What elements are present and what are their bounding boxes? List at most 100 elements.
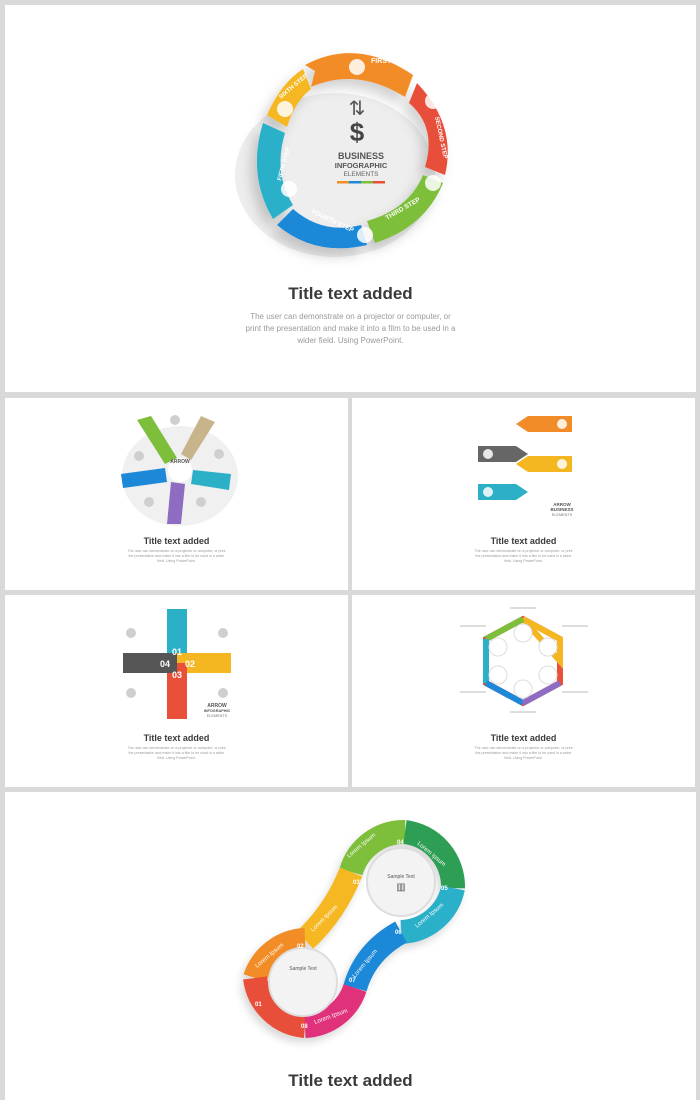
center-line-1: BUSINESS [338,151,384,161]
segment-fourth-step [277,209,367,249]
slide-description: The user can demonstrate on a projector … [127,746,226,760]
center-line-1: ARROW [207,703,227,709]
center-line-2: BUSINESS [550,507,573,512]
marker [218,688,228,698]
gear-icon [483,449,493,459]
slide-description: The user can demonstrate on a projector … [127,549,226,563]
target-icon [488,665,508,685]
center-line-2: INFOGRAPHIC [335,161,388,170]
marker [144,497,154,507]
arrow-orange [516,416,572,432]
center-line-3: ELEMENTS [343,171,379,178]
number-01: 01 [172,647,182,657]
people-icon [425,175,441,191]
number-04: 04 [160,659,170,669]
slide-5[interactable]: Title text added The user can demonstrat… [352,595,695,787]
segment-02 [243,928,307,983]
cross-arrow-infographic: 01 02 03 04 ARROW INFOGRAPHIC ELEMENTS [123,609,231,719]
slide-description: The user can demonstrate on a projector … [474,746,573,760]
slide-title: Title text added [143,536,210,546]
arrow-yellow [516,456,572,472]
number-02: 02 [297,944,304,950]
coin-icon [557,459,567,469]
arrow-green [137,416,177,464]
arrow-blue [121,468,167,488]
arrow-tan [181,416,215,460]
center-line-3: ELEMENTS [552,513,573,517]
slide-1[interactable]: FIRST STEP SECOND STEP THIRD STEP FOURTH… [5,5,696,392]
segment-03 [296,867,363,949]
slide-title: Title text added [288,1071,413,1090]
center-line-3: ELEMENTS [207,714,228,718]
slide-2[interactable]: ARROW Title text added The user can demo… [5,398,348,590]
chart-icon [357,227,373,243]
briefcase-icon [277,101,293,117]
slide-3[interactable]: ARROW BUSINESS ELEMENTS Title text added… [352,398,695,590]
gear-icon [538,637,558,657]
figure-eight-infographic: Sample Text Sample Text ▥ Lorem Ipsum Lo… [243,820,465,1038]
slide-title: Title text added [288,284,413,303]
chart-icon [483,487,493,497]
center-label: ARROW [170,459,190,465]
arrow-purple [167,482,185,524]
segment-third-step [367,175,443,243]
center-line-1: ARROW [553,502,571,507]
segment-07 [343,921,408,992]
number-07: 07 [349,978,356,984]
number-08: 08 [301,1024,308,1030]
arrow-yellow-right [177,653,231,673]
number-03: 03 [172,670,182,680]
chart-icon [488,637,508,657]
center-line-2: INFOGRAPHIC [204,709,231,713]
marker [218,628,228,638]
number-05: 05 [441,886,448,892]
chart-icon: ▥ [396,882,405,893]
person-icon [557,419,567,429]
slide-description: The user can demonstrate on a projector … [245,312,456,345]
arrow-teal-up [167,609,187,663]
globe-icon [349,59,365,75]
number-03: 03 [353,880,360,886]
slide-title: Title text added [143,733,210,743]
segment-04 [339,820,406,876]
arrow-teal [191,470,231,490]
marker [196,497,206,507]
arrow-star-infographic: ARROW [121,415,238,526]
step-label-first: FIRST STEP [371,58,412,65]
pin-icon [513,623,533,643]
slide-title: Title text added [490,536,557,546]
center-bottom-label: Sample Text [289,966,317,972]
marker [126,628,136,638]
arrow-red-down [167,663,187,719]
segment-01 [243,975,307,1038]
cycle-infographic: FIRST STEP SECOND STEP THIRD STEP FOURTH… [235,53,448,257]
center-top-label: Sample Text [387,874,415,880]
slide-title: Title text added [490,733,557,743]
segment-first-step [305,53,413,97]
slide-6[interactable]: Sample Text Sample Text ▥ Lorem Ipsum Lo… [5,792,696,1100]
arrow-business-infographic: ARROW BUSINESS ELEMENTS [478,416,574,517]
segment-06 [399,885,465,944]
briefcase-icon [538,665,558,685]
slide-4[interactable]: 01 02 03 04 ARROW INFOGRAPHIC ELEMENTS T… [5,595,348,787]
center-star [168,458,192,482]
number-01: 01 [255,1002,262,1008]
segment-08 [303,983,367,1038]
marker [126,688,136,698]
building-icon [425,93,441,109]
number-04: 04 [397,840,404,846]
arrow-gray-left [123,653,177,673]
number-02: 02 [185,659,195,669]
flag-icon [281,181,297,197]
slide-description: The user can demonstrate on a projector … [474,549,573,563]
exchange-arrows-icon: ⇅ [349,98,366,120]
hexagon-infographic [460,607,588,713]
marker [170,415,180,425]
globe-icon [513,679,533,699]
gear-top [366,847,436,917]
number-06: 06 [395,930,402,936]
segment-05 [402,820,465,889]
segment-second-step [409,83,448,175]
marker [134,451,144,461]
dollar-icon: $ [350,117,365,147]
